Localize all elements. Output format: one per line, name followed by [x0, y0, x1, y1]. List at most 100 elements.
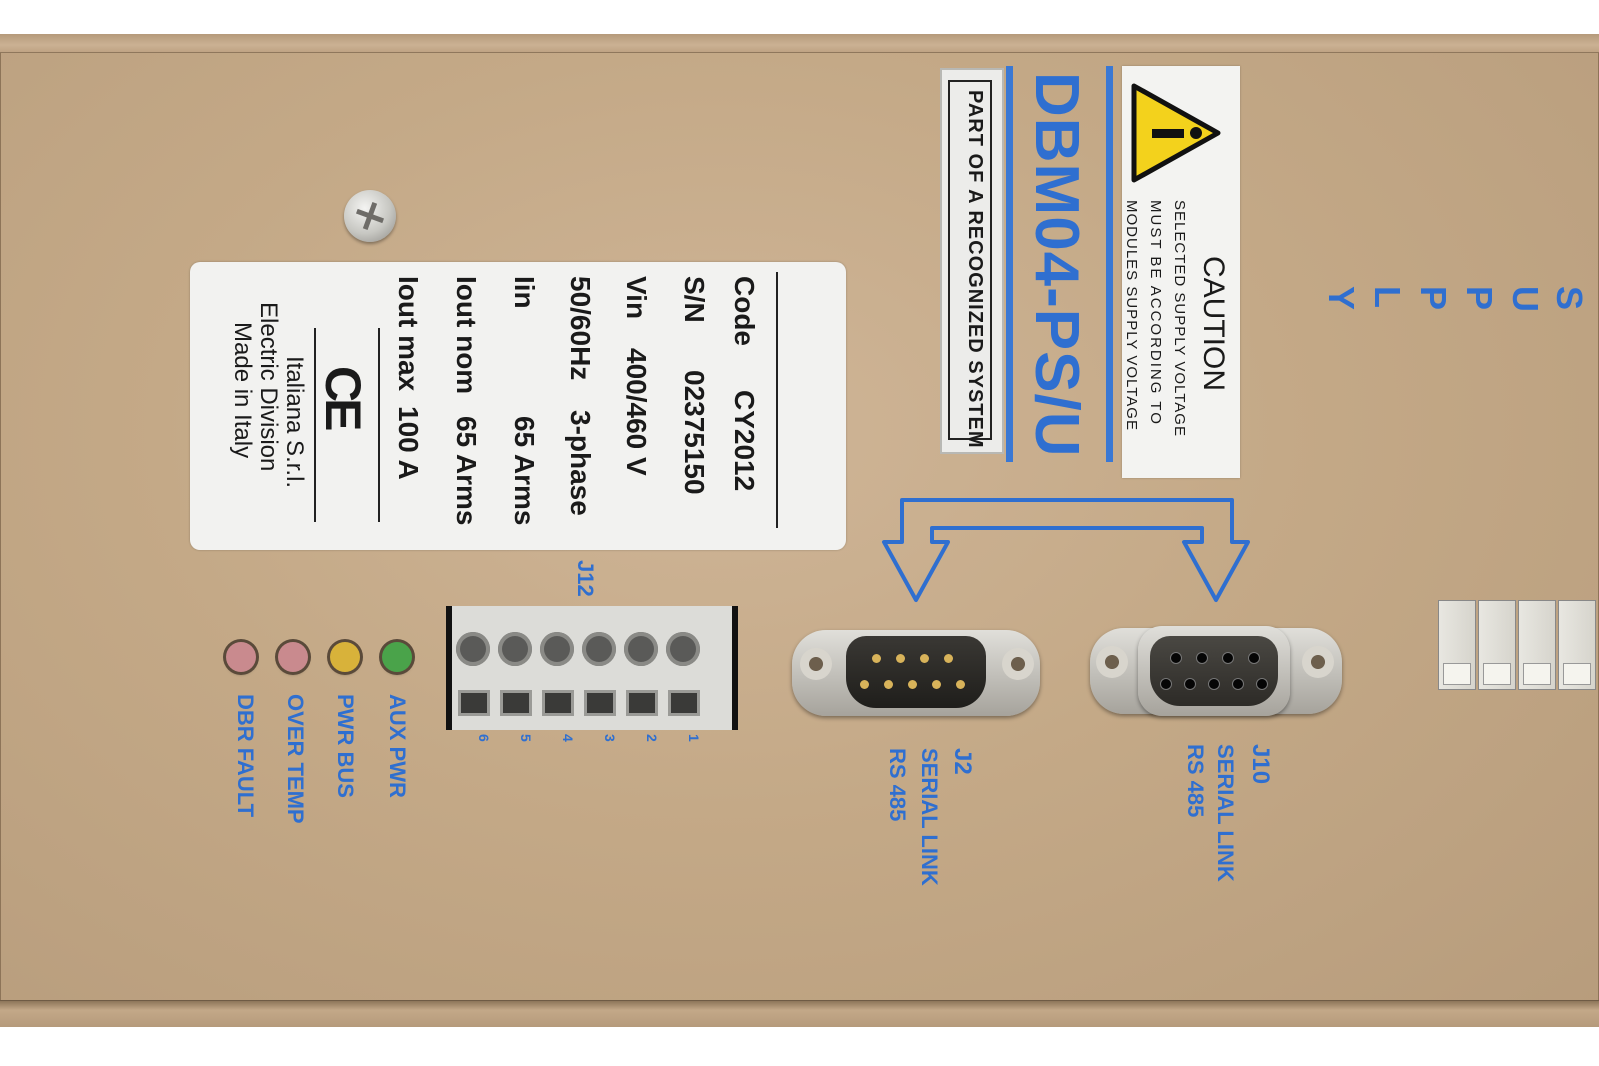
supply-letter-l: L: [1367, 286, 1408, 308]
warning-triangle-icon: [1131, 83, 1221, 183]
label-sn-key: S/N: [679, 276, 710, 323]
dip-switch[interactable]: [1518, 600, 1556, 690]
label-vin-value: 400/460 V: [621, 348, 652, 476]
caution-line-1: SELECTED SUPPLY VOLTAGE: [1171, 200, 1188, 437]
recognized-system-label: [940, 68, 1004, 454]
terminal-pin-number: 1: [686, 734, 702, 742]
model-bar-right: [1106, 66, 1113, 462]
supply-letter-p1: P: [1459, 286, 1500, 311]
recognized-system-text: PART OF A RECOGNIZED SYSTEM: [964, 90, 986, 449]
aux-pwr-led: [382, 642, 412, 672]
caution-line-3: MODULES SUPPLY VOLTAGE: [1123, 200, 1140, 431]
dip-switch[interactable]: [1478, 600, 1516, 690]
terminal-screw-4[interactable]: [540, 632, 574, 666]
connector-socket: [1232, 678, 1244, 690]
connector-socket: [1184, 678, 1196, 690]
connector-socket: [1222, 652, 1234, 664]
terminal-wire-slot[interactable]: [626, 690, 658, 716]
terminal-wire-slot[interactable]: [500, 690, 532, 716]
terminal-wire-slot[interactable]: [668, 690, 700, 716]
terminal-screw-2[interactable]: [624, 632, 658, 666]
terminal-pin-number: 5: [518, 734, 534, 742]
j10-standoff-left: [1096, 646, 1128, 678]
connector-socket: [1256, 678, 1268, 690]
panel-top-edge: [0, 34, 1599, 53]
j2-serial-link-label: SERIAL LINK: [917, 748, 942, 886]
terminal-screw-6[interactable]: [456, 632, 490, 666]
connector-socket: [1196, 652, 1208, 664]
label-sn-value: 02375150: [679, 370, 710, 495]
connector-pin: [944, 654, 953, 663]
dbr-fault-led: [226, 642, 256, 672]
pwr-bus-led: [330, 642, 360, 672]
j10-standoff-right: [1302, 646, 1334, 678]
terminal-screw-5[interactable]: [498, 632, 532, 666]
rating-label: [190, 262, 846, 550]
label-code-key: Code: [729, 276, 760, 346]
dip-switch[interactable]: [1438, 600, 1476, 690]
connector-pin: [956, 680, 965, 689]
terminal-wire-slot[interactable]: [458, 690, 490, 716]
label-ioutmax-key: Iout max: [393, 276, 424, 392]
connector-pin: [908, 680, 917, 689]
supply-letter-u: U: [1505, 286, 1546, 312]
connector-socket: [1160, 678, 1172, 690]
terminal-screw-3[interactable]: [582, 632, 616, 666]
label-code-value: CY2012: [729, 390, 760, 492]
connector-socket: [1208, 678, 1220, 690]
connector-pin: [884, 680, 893, 689]
pwr-bus-label: PWR BUS: [333, 694, 358, 798]
dbr-fault-label: DBR FAULT: [233, 694, 258, 818]
j2-standoff-left: [800, 648, 832, 680]
connector-pin: [920, 654, 929, 663]
j2-rs485-label: RS 485: [885, 748, 910, 822]
label-phase-value: 3-phase: [565, 410, 596, 516]
j10-serial-link-label: SERIAL LINK: [1213, 744, 1238, 882]
connector-socket: [1170, 652, 1182, 664]
j2-male-dsub[interactable]: [846, 636, 986, 708]
label-vin-key: Vin: [621, 276, 652, 320]
connector-pin: [860, 680, 869, 689]
caution-title: CAUTION: [1197, 256, 1230, 391]
maker-line-3: Made in Italy: [229, 322, 256, 459]
ce-mark-box: [314, 328, 380, 522]
recognized-system-border: [948, 80, 992, 440]
ce-mark: CE: [315, 366, 371, 428]
terminal-pin-number: 6: [476, 734, 492, 742]
dip-switch-bank[interactable]: [1438, 600, 1599, 690]
over-temp-led: [278, 642, 308, 672]
maker-line-2: Electric Division: [255, 302, 282, 472]
terminal-pin-number: 3: [602, 734, 618, 742]
connector-pin: [896, 654, 905, 663]
label-ioutnom-key: Iout nom: [451, 276, 482, 395]
connector-pin: [932, 680, 941, 689]
terminal-pin-number: 2: [644, 734, 660, 742]
caution-line-2: MUST BE ACCORDING TO: [1147, 200, 1164, 426]
serial-link-arrow-icon: [882, 498, 1250, 602]
j2-standoff-right: [1002, 648, 1034, 680]
aux-pwr-label: AUX PWR: [385, 694, 410, 798]
terminal-pin-number: 4: [560, 734, 576, 742]
label-freq-key: 50/60Hz: [565, 276, 596, 381]
label-divider: [776, 272, 778, 528]
label-iin-key: Iin: [509, 276, 540, 309]
terminal-screw-1[interactable]: [666, 632, 700, 666]
supply-letter-p2: P: [1413, 286, 1454, 311]
j2-label: J2: [949, 748, 976, 775]
maker-line-1: Italiana S.r.l.: [281, 356, 308, 489]
dip-switch[interactable]: [1558, 600, 1596, 690]
label-ioutmax-value: 100 A: [393, 406, 424, 480]
terminal-wire-slot[interactable]: [542, 690, 574, 716]
model-bar-left: [1006, 66, 1013, 462]
label-iin-value: 65 Arms: [509, 416, 540, 526]
over-temp-label: OVER TEMP: [283, 694, 308, 824]
terminal-wire-slot[interactable]: [584, 690, 616, 716]
j10-label: J10: [1247, 744, 1274, 785]
supply-letter-s: S: [1549, 286, 1590, 311]
label-ioutnom-value: 65 Arms: [451, 416, 482, 526]
j10-female-dsub[interactable]: [1150, 636, 1278, 706]
j10-rs485-label: RS 485: [1183, 744, 1208, 818]
connector-socket: [1248, 652, 1260, 664]
supply-letter-y: Y: [1321, 286, 1362, 311]
model-name: DBM04-PS/U: [1022, 72, 1091, 458]
